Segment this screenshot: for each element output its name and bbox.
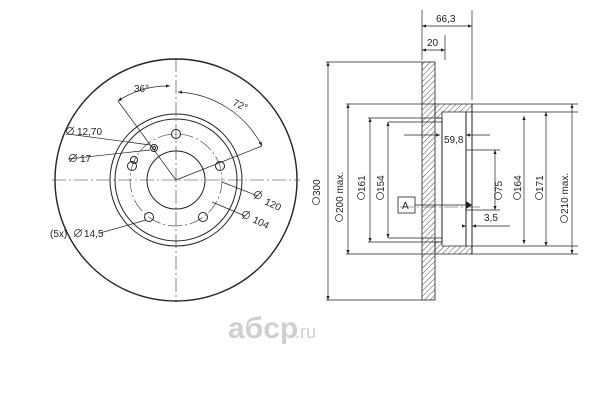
d-66-3-label: 66,3 (436, 14, 456, 25)
bolt-pitch-circle (129, 133, 223, 227)
d-3-5-label: 3,5 (484, 213, 498, 224)
d-59-8-label: 59,8 (444, 135, 464, 146)
diameter-symbol (66, 127, 74, 135)
leader-14-5 (99, 219, 147, 234)
hat-circle (114, 118, 238, 242)
diameter-symbol (312, 197, 320, 205)
d-75-label: 75 (494, 180, 505, 192)
leader-120 (221, 181, 259, 197)
diameter-symbol (242, 211, 250, 219)
disc-outer-circle (54, 58, 298, 302)
diameter-symbol (254, 191, 262, 199)
threaded-hole (130, 156, 138, 164)
count-5x-label: (5x) (50, 229, 67, 240)
d-300-label: 300 (312, 179, 323, 196)
side-view: 66,3 20 300 200 max. 161 154 (312, 10, 578, 301)
datum-a-label: A (402, 201, 409, 212)
angle-ray (175, 145, 263, 181)
d-210-label: 210 max. (560, 173, 571, 214)
angle-36-label: 36° (134, 84, 149, 95)
d-171-label: 171 (535, 175, 546, 192)
diameter-symbol (376, 192, 384, 200)
d-20-label: 20 (427, 38, 439, 49)
leader-104 (211, 201, 246, 217)
angle-72-arc (177, 90, 263, 147)
d-17-label: 17 (80, 154, 92, 165)
center-bore-circle (146, 150, 206, 210)
d-200-label: 200 max. (335, 172, 346, 213)
bolt-hole (144, 212, 154, 222)
bolt-hole (215, 161, 225, 171)
diameter-symbol (494, 192, 502, 200)
d-164-label: 164 (513, 175, 524, 192)
watermark-suffix: .ru (295, 322, 316, 342)
d-154-label: 154 (376, 175, 387, 192)
friction-ring-section (421, 61, 436, 301)
angle-72-label: 72° (231, 98, 249, 114)
leader-12-70 (67, 133, 151, 146)
angle-36-arc (117, 84, 171, 102)
watermark-text: aбcp (228, 312, 298, 345)
bolt-hole (198, 212, 208, 222)
diameter-symbol (69, 154, 77, 162)
diameter-symbol (335, 214, 343, 222)
d-161-label: 161 (357, 175, 368, 192)
d-104-label: 104 (251, 215, 271, 232)
watermark: aбcp .ru (228, 312, 316, 345)
leader-17 (67, 149, 151, 160)
front-view: 36° 72° 12,70 17 (5x) 14,5 120 104 (50, 58, 300, 302)
datum-triangle (466, 201, 472, 209)
diameter-symbol (357, 192, 365, 200)
diameter-symbol (535, 192, 543, 200)
angle-ray (117, 100, 177, 181)
diameter-symbol (513, 192, 521, 200)
friction-ring-inner-circle (109, 113, 243, 247)
threaded-hole (150, 144, 158, 152)
bolt-hole (127, 161, 137, 171)
d-120-label: 120 (263, 197, 283, 214)
diameter-symbol (560, 215, 568, 223)
d-12-70-label: 12,70 (77, 127, 102, 138)
diameter-symbol (74, 229, 82, 237)
d-14-5-label: 14,5 (84, 229, 104, 240)
